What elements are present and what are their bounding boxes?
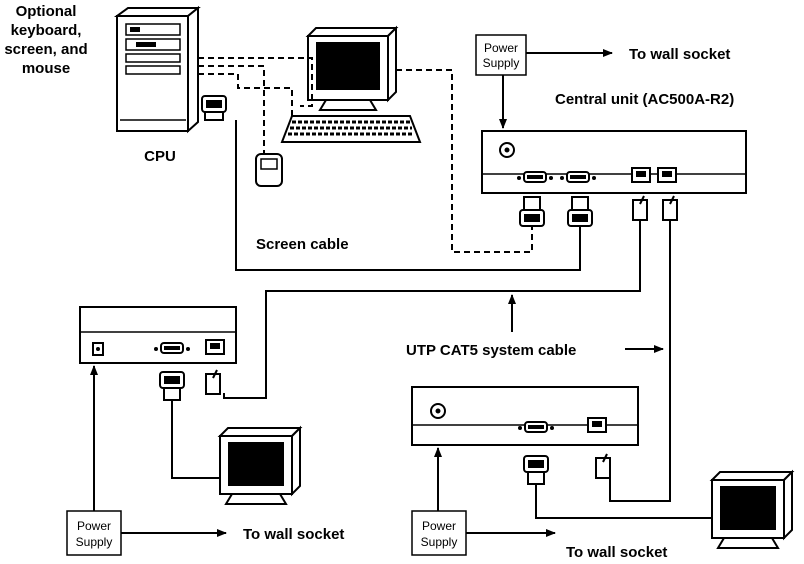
power-supply-top: Power Supply	[475, 34, 527, 76]
central-unit	[481, 130, 747, 194]
screen-cable	[235, 120, 581, 271]
cpu-vga-plug-icon	[201, 95, 227, 121]
wall-socket-label-top: To wall socket	[629, 46, 730, 63]
svg-text:Power: Power	[422, 519, 456, 533]
svg-text:Power: Power	[484, 41, 518, 55]
svg-text:Power: Power	[77, 519, 111, 533]
utp-cable-left	[223, 220, 641, 399]
screen-cable-label: Screen cable	[256, 236, 349, 253]
vga-plug-icon	[519, 196, 545, 227]
mouse-icon	[255, 153, 283, 187]
monitor-cable-left	[171, 400, 220, 479]
central-unit-label: Central unit (AC500A-R2)	[555, 91, 734, 108]
monitor-cable-right	[535, 484, 712, 519]
optional-device-cables	[198, 57, 533, 253]
rj45-plug-icon	[205, 369, 221, 395]
optional-devices-label-line-1: Optional	[16, 3, 77, 20]
optional-devices-label-line-2: keyboard,	[11, 22, 82, 39]
vga-plug-icon	[159, 371, 185, 401]
svg-text:Supply: Supply	[76, 535, 113, 549]
power-supply-left: Power Supply	[66, 510, 122, 556]
wall-socket-label-left: To wall socket	[243, 526, 344, 543]
rj45-plug-icon	[595, 453, 611, 479]
rj45-plug-icon	[632, 195, 648, 221]
utp-cable-label: UTP CAT5 system cable	[406, 342, 576, 359]
utp-cable-right	[609, 220, 671, 502]
power-supply-right: Power Supply	[411, 510, 467, 556]
remote-unit-left	[79, 306, 237, 364]
cpu-tower-icon	[113, 5, 201, 134]
workstation-icon	[280, 25, 422, 143]
optional-devices-label-line-4: mouse	[22, 60, 70, 77]
vga-plug-icon	[567, 196, 593, 227]
rj45-plug-icon	[662, 195, 678, 221]
vga-plug-icon	[523, 455, 549, 485]
wall-socket-label-right: To wall socket	[566, 544, 667, 561]
cpu-label: CPU	[144, 148, 176, 165]
svg-text:Supply: Supply	[483, 56, 520, 70]
monitor-icon	[217, 425, 303, 505]
monitor-icon	[709, 469, 795, 549]
remote-unit-right	[411, 386, 639, 446]
svg-text:Supply: Supply	[421, 535, 458, 549]
optional-devices-label-line-3: screen, and	[4, 41, 87, 58]
